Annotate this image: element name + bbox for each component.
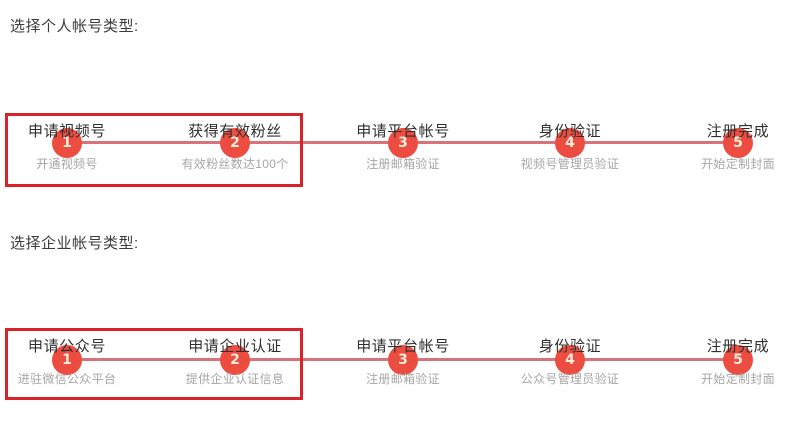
step-node-2[interactable]: 2	[220, 128, 250, 158]
step-label-5[interactable]: 注册完成 开始定制封面	[654, 122, 800, 172]
step-subtitle-1: 进驻微信公众平台	[17, 372, 117, 386]
section-personal-account: 选择个人帐号类型: 1 2 3 4 5 申请视频号 开通视频号 获得有效粉丝 有…	[0, 18, 800, 187]
step-title-1: 申请公众号	[27, 338, 106, 355]
step-title-1: 申请视频号	[27, 123, 106, 140]
step-labels-personal: 申请视频号 开通视频号 获得有效粉丝 有效粉丝数达100个 申请平台帐号 注册邮…	[0, 122, 800, 172]
step-label-3[interactable]: 申请平台帐号 注册邮箱验证	[319, 337, 487, 387]
step-label-2[interactable]: 获得有效粉丝 有效粉丝数达100个	[151, 122, 319, 172]
stepper-personal: 1 2 3 4 5	[0, 60, 800, 158]
step-node-4[interactable]: 4	[555, 345, 585, 375]
section-enterprise-account: 选择企业帐号类型: 1 2 3 4 5 申请公众号 进驻微信公众平台 申请企业认…	[0, 217, 800, 435]
step-node-5[interactable]: 5	[723, 128, 753, 158]
step-subtitle-3: 注册邮箱验证	[366, 372, 440, 386]
stepper-enterprise: 1 2 3 4 5	[0, 277, 800, 375]
step-label-4[interactable]: 身份验证 视频号管理员验证	[486, 122, 654, 172]
step-label-3[interactable]: 申请平台帐号 注册邮箱验证	[319, 122, 487, 172]
section-heading-personal: 选择个人帐号类型:	[10, 18, 139, 35]
step-title-5: 注册完成	[706, 338, 770, 355]
step-title-2: 申请企业认证	[188, 338, 282, 355]
step-title-3: 申请平台帐号	[356, 123, 450, 140]
step-subtitle-4: 视频号管理员验证	[520, 157, 620, 171]
step-labels-enterprise: 申请公众号 进驻微信公众平台 申请企业认证 提供企业认证信息 申请平台帐号 注册…	[0, 217, 800, 435]
step-label-5[interactable]: 注册完成 开始定制封面	[654, 337, 800, 387]
step-node-4[interactable]: 4	[555, 128, 585, 158]
step-node-3[interactable]: 3	[388, 345, 418, 375]
step-subtitle-5: 开始定制封面	[701, 157, 775, 171]
step-node-1[interactable]: 1	[52, 128, 82, 158]
step-label-1[interactable]: 申请视频号 开通视频号	[0, 122, 151, 172]
step-title-5: 注册完成	[706, 123, 770, 140]
step-node-1[interactable]: 1	[52, 345, 82, 375]
step-title-4: 身份验证	[538, 123, 602, 140]
step-subtitle-5: 开始定制封面	[701, 372, 775, 386]
step-title-3: 申请平台帐号	[356, 338, 450, 355]
step-title-4: 身份验证	[538, 338, 602, 355]
step-node-2[interactable]: 2	[220, 345, 250, 375]
section-heading-enterprise: 选择企业帐号类型:	[10, 235, 139, 252]
step-label-2[interactable]: 申请企业认证 提供企业认证信息	[151, 337, 319, 387]
step-title-2: 获得有效粉丝	[188, 123, 282, 140]
step-subtitle-3: 注册邮箱验证	[366, 157, 440, 171]
step-subtitle-2: 有效粉丝数达100个	[181, 157, 289, 171]
step-subtitle-1: 开通视频号	[36, 157, 98, 171]
step-label-4[interactable]: 身份验证 公众号管理员验证	[486, 337, 654, 387]
step-label-1[interactable]: 申请公众号 进驻微信公众平台	[0, 337, 151, 387]
step-subtitle-2: 提供企业认证信息	[185, 372, 285, 386]
step-subtitle-4: 公众号管理员验证	[520, 372, 620, 386]
step-node-5[interactable]: 5	[723, 345, 753, 375]
step-node-3[interactable]: 3	[388, 128, 418, 158]
